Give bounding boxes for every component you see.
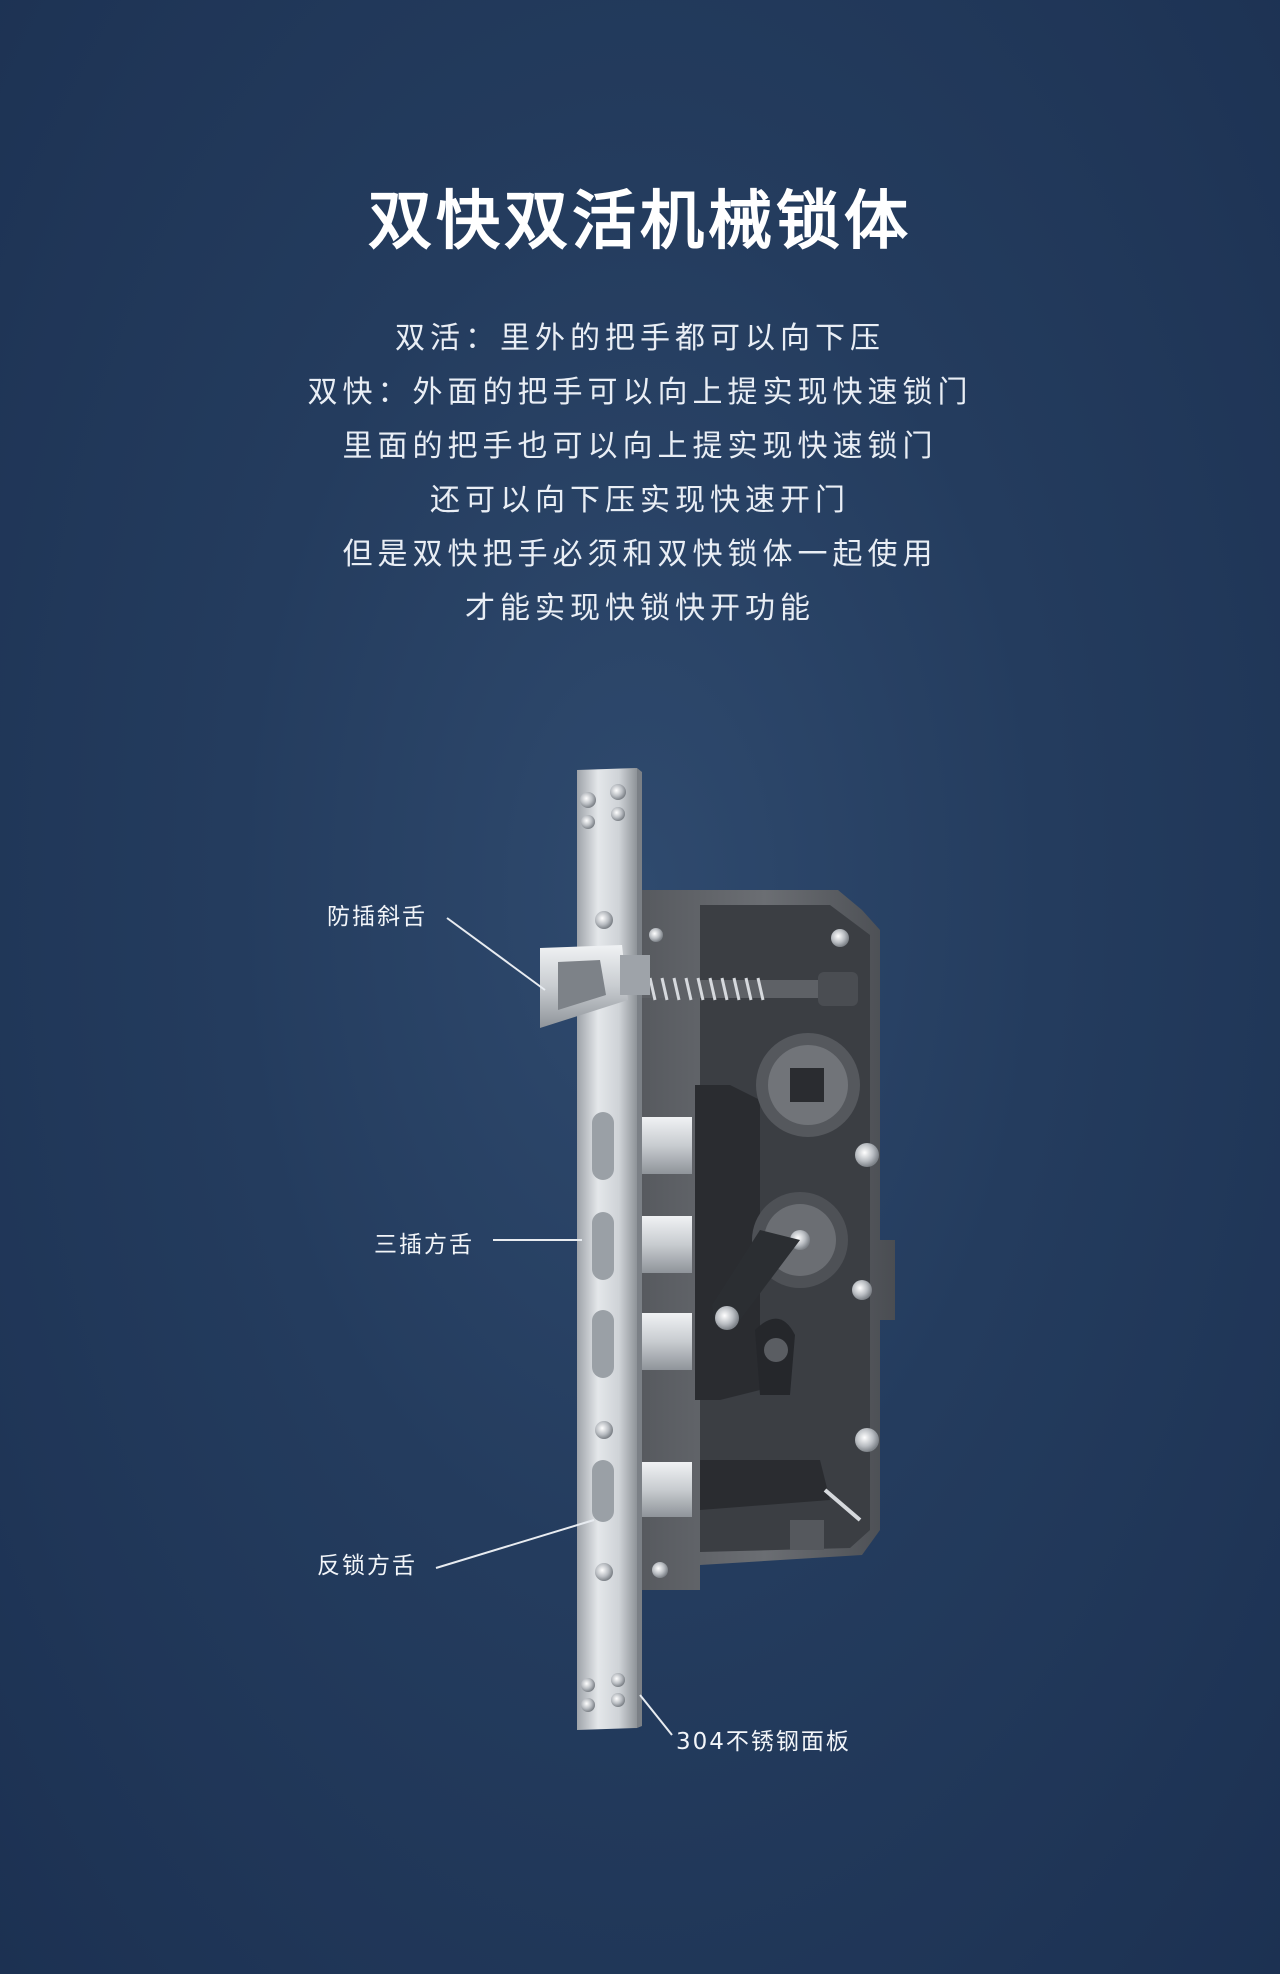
description-line-3: 里面的把手也可以向上提实现快速锁门 (342, 429, 938, 464)
reverse-bolt-callout-line (435, 1519, 595, 1569)
label-anti-pick-latch: 防插斜舌 (327, 904, 427, 930)
label-faceplate: 304不锈钢面板 (676, 1729, 851, 1755)
anti-pick-latch-graphic (540, 945, 650, 1028)
description-line-4: 还可以向下压实现快速开门 (430, 483, 850, 518)
page-title: 双快双活机械锁体 (368, 185, 912, 259)
description-line-1: 双活：里外的把手都可以向下压 (395, 321, 885, 356)
faceplate-callout-line (639, 1694, 673, 1736)
description-line-6: 才能实现快锁快开功能 (465, 591, 815, 626)
label-triple-deadbolt: 三插方舌 (374, 1232, 474, 1258)
lock-case (635, 890, 895, 1590)
label-reverse-lock-bolt: 反锁方舌 (317, 1553, 417, 1579)
description-line-5: 但是双快把手必须和双快锁体一起使用 (342, 537, 938, 572)
latch-callout-line (446, 917, 546, 991)
description-line-2: 双快：外面的把手可以向上提实现快速锁门 (307, 375, 973, 410)
description-block: 双活：里外的把手都可以向下压 双快：外面的把手可以向上提实现快速锁门 里面的把手… (0, 312, 1280, 636)
faceplate-graphic (577, 768, 642, 1730)
